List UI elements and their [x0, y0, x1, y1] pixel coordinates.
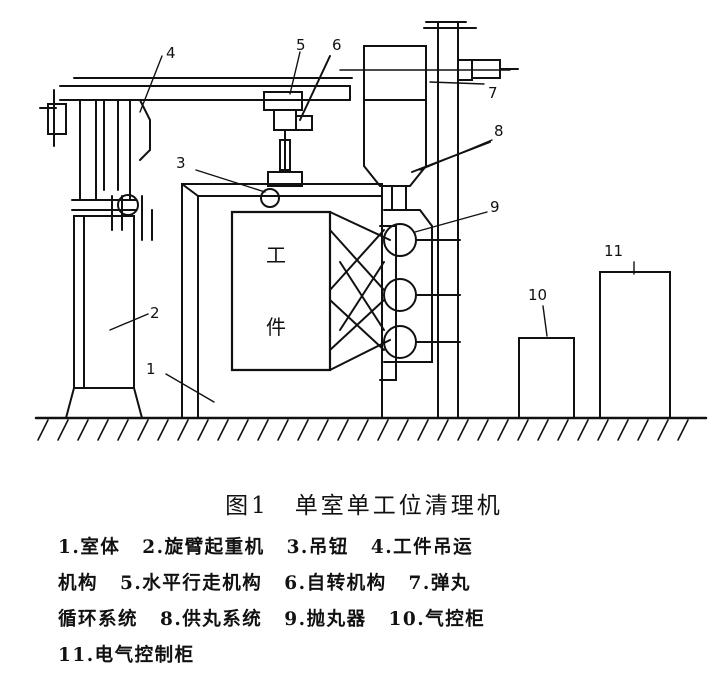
label-4: 4: [166, 44, 176, 62]
legend-item: 机构: [58, 573, 99, 594]
legend-item: 4.工件吊运: [370, 537, 474, 558]
part-labels: 1 2 3 4 5 6 7 8 9 10 11: [146, 36, 623, 378]
jib-crane: [39, 77, 353, 419]
trolley-mechanism: [263, 55, 331, 187]
figure-caption-title: 图1 单室单工位清理机: [225, 493, 503, 519]
figure-legend: 1.室体 2.旋臂起重机 3.吊钮 4.工件吊运 机构 5.水平行走机构 6.自…: [58, 530, 698, 674]
legend-item: 6.自转机构: [284, 573, 387, 594]
electrical-cabinet: [599, 271, 671, 419]
workpiece-char-2: 件: [266, 315, 286, 339]
cleaning-machine-diagram: 1 2 3 4 5 6 7 8 9 10 11 工 件: [34, 21, 708, 441]
blast-wheels: [329, 209, 461, 381]
chamber-body: [181, 183, 383, 419]
ground: [34, 416, 708, 441]
label-5: 5: [296, 36, 306, 54]
pneumatic-cabinet: [518, 337, 575, 419]
legend-item: 2.旋臂起重机: [142, 537, 265, 558]
shot-recycle-system: [339, 21, 519, 419]
legend-line: 11.电气控制柜: [58, 638, 698, 674]
leader-lines: [109, 51, 635, 403]
label-3: 3: [176, 154, 186, 172]
legend-item: 7.弹丸: [408, 573, 471, 594]
workpiece-char-1: 工: [266, 243, 286, 267]
legend-line: 机构 5.水平行走机构 6.自转机构 7.弹丸: [58, 566, 698, 602]
label-9: 9: [490, 198, 500, 216]
legend-item: 3.吊钮: [286, 537, 349, 558]
label-8: 8: [494, 122, 504, 140]
label-6: 6: [332, 36, 342, 54]
shot-feed-pipe: [391, 141, 491, 211]
legend-line: 1.室体 2.旋臂起重机 3.吊钮 4.工件吊运: [58, 530, 698, 566]
label-2: 2: [150, 304, 160, 322]
legend-item: 10.气控柜: [388, 609, 486, 630]
label-7: 7: [488, 84, 498, 102]
label-1: 1: [146, 360, 156, 378]
legend-item: 5.水平行走机构: [119, 573, 263, 594]
legend-item: 1.室体: [58, 537, 121, 558]
label-11: 11: [604, 242, 623, 260]
legend-item: 11.电气控制柜: [58, 645, 195, 666]
label-10: 10: [528, 286, 547, 304]
legend-item: 8.供丸系统: [159, 609, 263, 630]
workpiece: [230, 188, 391, 372]
legend-line: 循环系统 8.供丸系统 9.抛丸器 10.气控柜: [58, 602, 698, 638]
legend-item: 循环系统: [58, 609, 139, 630]
legend-item: 9.抛丸器: [284, 609, 367, 630]
